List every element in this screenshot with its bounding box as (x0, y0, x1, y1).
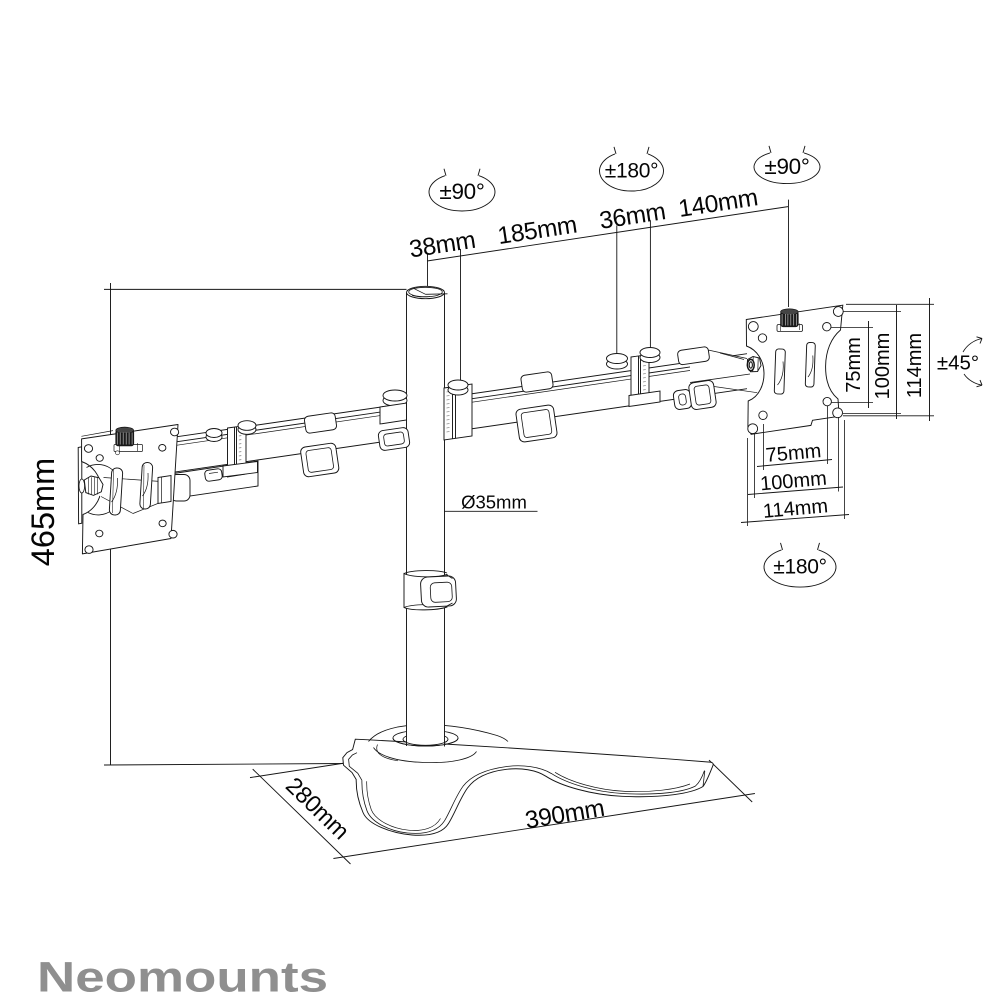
svg-text:Ø35mm: Ø35mm (461, 492, 527, 513)
svg-text:100mm: 100mm (872, 333, 894, 400)
svg-text:114mm: 114mm (904, 333, 926, 398)
svg-text:Neomounts: Neomounts (37, 954, 328, 1002)
svg-text:75mm: 75mm (843, 337, 865, 393)
svg-text:465mm: 465mm (25, 458, 61, 566)
svg-text:±45°: ±45° (937, 352, 979, 375)
svg-text:75mm: 75mm (765, 440, 822, 467)
svg-text:±90°: ±90° (764, 154, 809, 179)
svg-text:±180°: ±180° (605, 160, 658, 183)
svg-text:±180°: ±180° (773, 556, 826, 579)
svg-text:±90°: ±90° (439, 179, 484, 204)
